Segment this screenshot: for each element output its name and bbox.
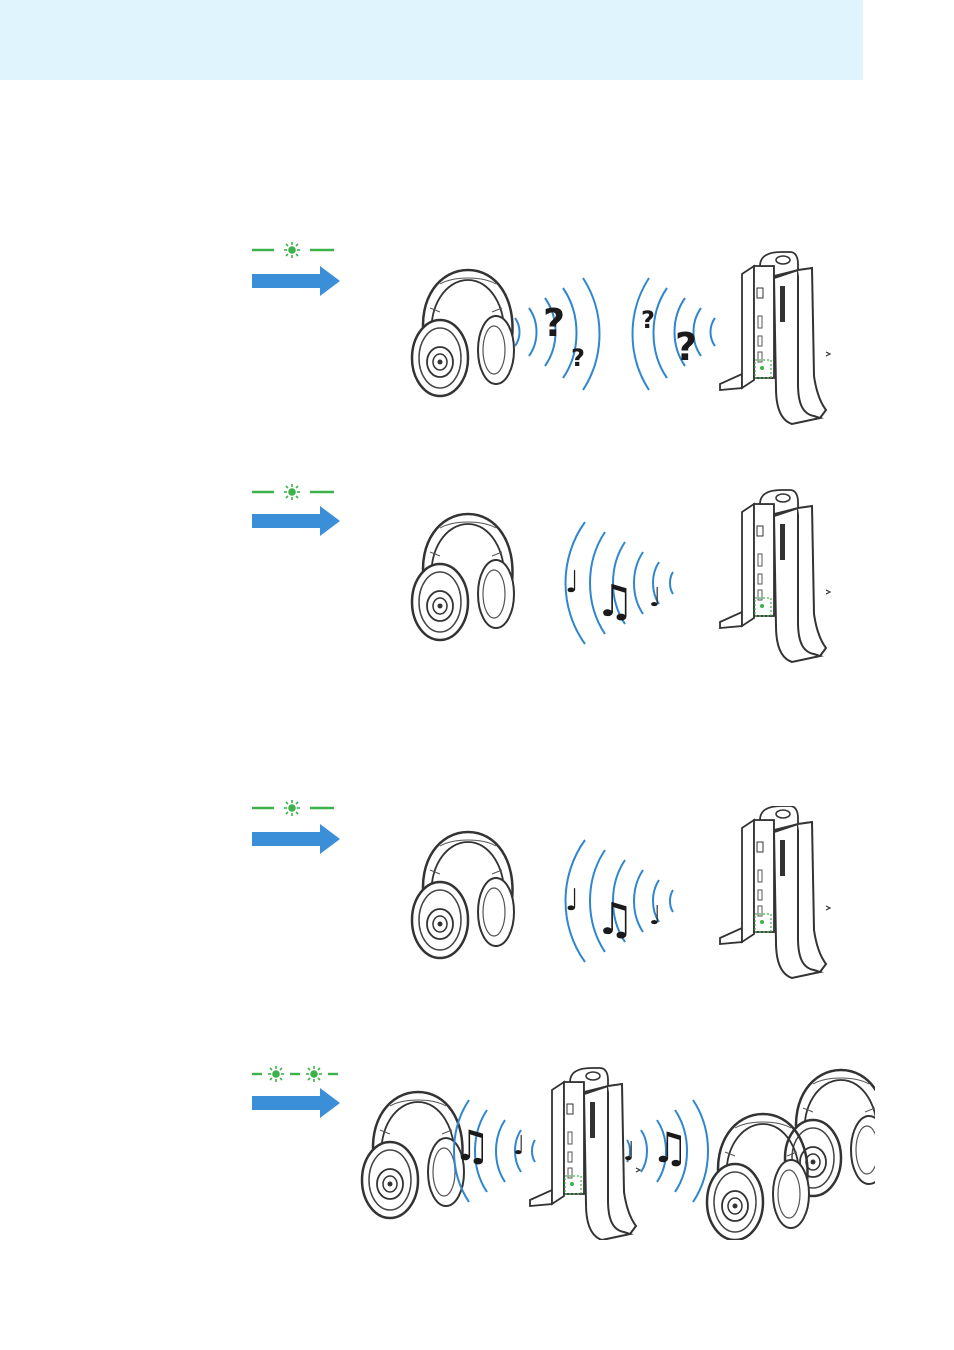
question-mark-icon: ? [571,344,585,372]
headphone-icon [362,1092,464,1218]
music-notes-icon: ♫ [453,1121,491,1170]
music-note-icon: ♩ [565,883,579,918]
led-indicator-two [248,1060,340,1118]
music-note-icon: ♩ [623,1137,635,1167]
music-notes-icon: ♫ [595,894,634,945]
scene-connected-1: ♩ ♫ ♩ [405,488,845,668]
headphone-icon [412,270,514,396]
transmitter-icon [720,806,830,978]
signal-waves-right [633,278,716,390]
question-mark-icon: ? [675,325,697,369]
headphone-icon [412,832,514,958]
music-note-icon: ♩ [649,583,661,613]
scene-multi-headphone: ♫ ♩ ♩ ♫ [355,1060,875,1240]
music-notes-icon: ♫ [595,576,634,627]
arrow-right-icon [252,506,340,536]
scene-connected-2: ♩ ♫ ♩ [405,806,845,986]
music-note-icon: ♩ [565,565,579,600]
arrow-right-icon [252,824,340,854]
question-mark-icon: ? [641,306,655,334]
header-band [0,0,863,80]
music-notes-icon: ♫ [651,1123,689,1172]
music-note-icon: ♩ [513,1131,525,1161]
led-indicator-steady [248,478,340,536]
transmitter-icon [720,490,830,662]
question-mark-icon: ? [543,301,565,345]
transmitter-icon [720,252,830,424]
arrow-right-icon [252,266,340,296]
music-note-icon: ♩ [649,901,661,931]
arrow-right-icon [252,1088,340,1118]
led-indicator-blinking [248,238,340,296]
headphone-icon [412,514,514,640]
led-indicator-steady [248,796,340,854]
scene-searching: ? ? ? ? [405,248,845,428]
